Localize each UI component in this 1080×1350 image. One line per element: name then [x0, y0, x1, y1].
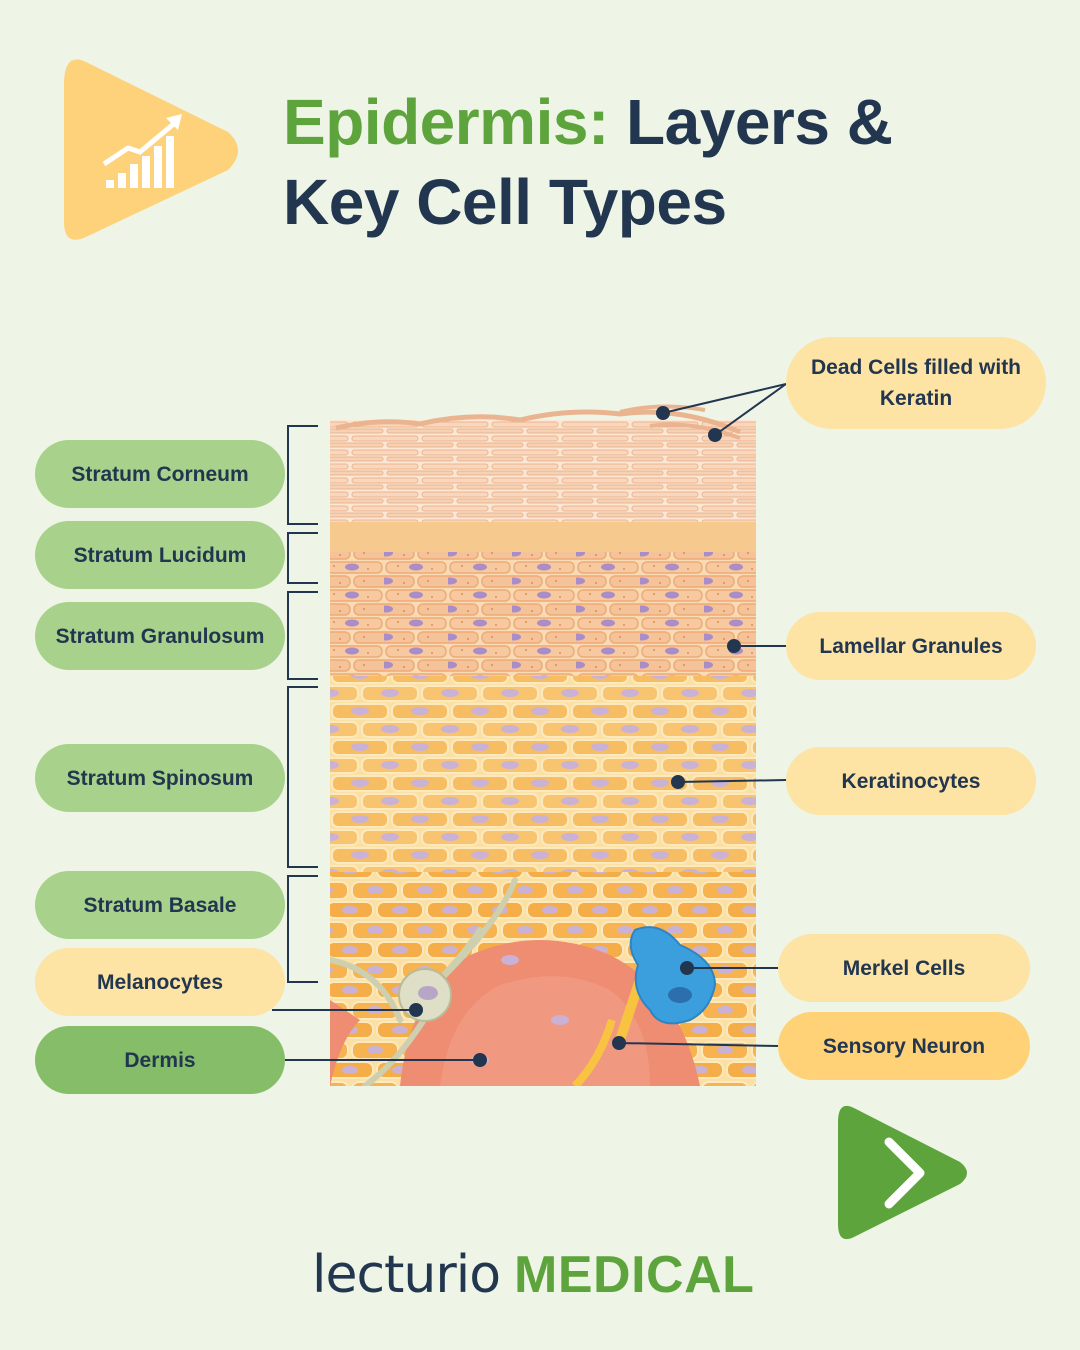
- logo-suffix: MEDICAL: [514, 1246, 755, 1304]
- growth-chart-icon: [64, 59, 238, 240]
- label-stratum-spinosum: Stratum Spinosum: [35, 744, 285, 812]
- page-title: Epidermis: Layers & Key Cell Types: [283, 82, 1043, 242]
- label-keratinocytes: Keratinocytes: [786, 747, 1036, 815]
- label-sensory-neuron: Sensory Neuron: [778, 1012, 1030, 1080]
- label-dead-cells-keratin: Dead Cells filled with Keratin: [786, 337, 1046, 429]
- label-lamellar-granules: Lamellar Granules: [786, 612, 1036, 680]
- leader-lines: [272, 383, 787, 1067]
- title-highlight: Epidermis:: [283, 86, 609, 158]
- lecturio-logo: lecturio MEDICAL: [312, 1240, 754, 1310]
- label-stratum-granulosum: Stratum Granulosum: [35, 602, 285, 670]
- chevron-right-icon[interactable]: [834, 1100, 974, 1246]
- label-dermis: Dermis: [35, 1026, 285, 1094]
- title-rest: Layers &: [626, 86, 893, 158]
- label-stratum-lucidum: Stratum Lucidum: [35, 521, 285, 589]
- label-stratum-basale: Stratum Basale: [35, 871, 285, 939]
- layer-brackets: [287, 425, 318, 983]
- label-merkel-cells: Merkel Cells: [778, 934, 1030, 1002]
- label-melanocytes: Melanocytes: [35, 948, 285, 1016]
- logo-word: lecturio: [312, 1245, 501, 1305]
- title-line2: Key Cell Types: [283, 166, 727, 238]
- label-stratum-corneum: Stratum Corneum: [35, 440, 285, 508]
